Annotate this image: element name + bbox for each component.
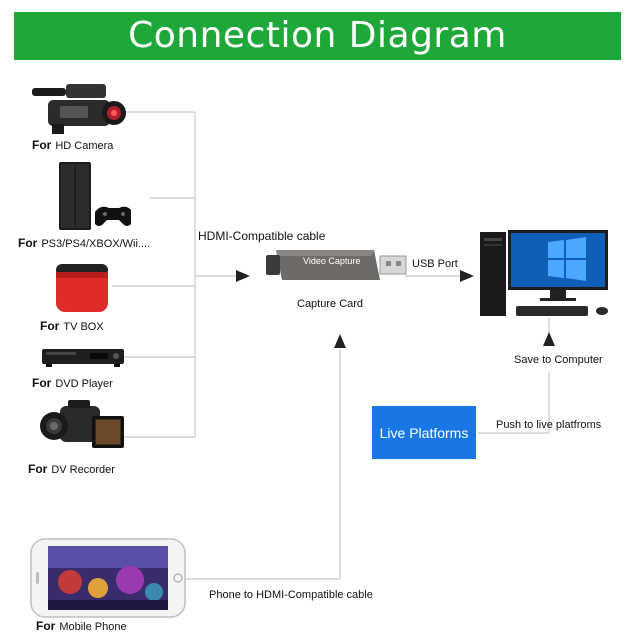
desktop-computer-icon <box>480 230 608 316</box>
game-console-icon <box>59 162 131 230</box>
capture-card-text: Video Capture <box>303 256 361 266</box>
arrow-to-computer-icon <box>460 270 474 282</box>
capture-card-icon <box>266 250 407 280</box>
capture-card-label: Capture Card <box>297 298 364 310</box>
arrow-to-capture-icon <box>236 270 250 282</box>
live-platforms-box: Live Platforms <box>372 406 476 459</box>
camcorder-icon <box>40 400 124 448</box>
phone-cable-label: Phone to HDMI-Compatible cable <box>209 589 373 601</box>
live-platforms-text: Live Platforms <box>379 424 469 441</box>
arrow-up-computer-icon <box>543 332 555 346</box>
push-to-live-label: Push to live platfroms <box>496 419 602 431</box>
save-to-computer-label: Save to Computer <box>514 354 603 366</box>
usb-port-label: USB Port <box>412 258 458 270</box>
video-camera-icon <box>32 84 126 134</box>
dvd-player-icon <box>42 349 124 367</box>
page-title: Connection Diagram <box>128 15 507 56</box>
hdmi-cable-label: HDMI-Compatible cable <box>198 229 326 243</box>
title-banner: Connection Diagram <box>14 12 621 60</box>
mobile-phone-icon <box>30 538 186 618</box>
arrow-up-capture-icon <box>334 334 346 348</box>
tv-box-icon <box>56 264 108 312</box>
